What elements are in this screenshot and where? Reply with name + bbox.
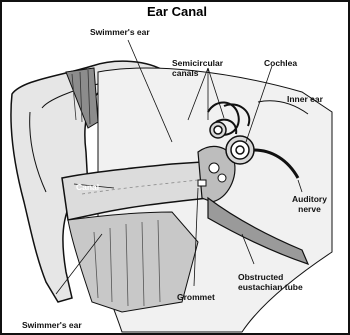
label-inner-ear: Inner ear [287, 94, 323, 104]
ossicle [218, 174, 226, 182]
label-semicircular-canals: Semicircular canals [172, 58, 223, 78]
label-swimmers-ear-bottom: Swimmer's ear [22, 320, 82, 330]
grommet [198, 180, 206, 186]
label-canal: Canal [76, 182, 99, 192]
ossicle [209, 163, 219, 173]
label-auditory-nerve: Auditory nerve [292, 194, 327, 214]
label-swimmers-ear-top: Swimmer's ear [90, 27, 150, 37]
label-cochlea: Cochlea [264, 58, 297, 68]
label-grommet: Grommet [177, 292, 215, 302]
label-obstructed-eustachian-tube: Obstructed eustachian tube [238, 272, 303, 292]
